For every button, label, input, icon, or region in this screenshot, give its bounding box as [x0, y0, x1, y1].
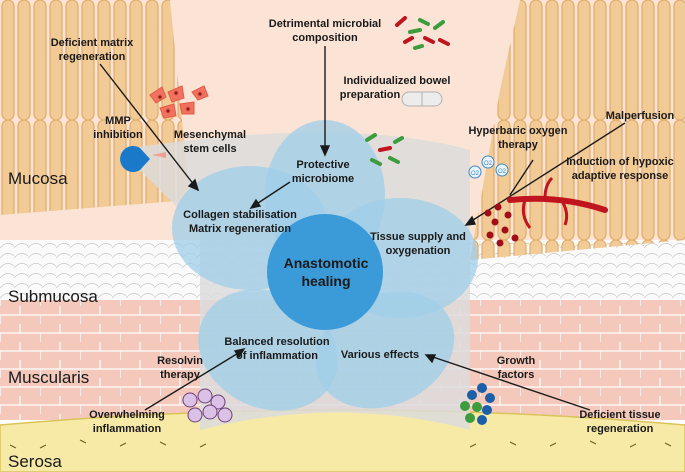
therapy-growth-l2: factors [498, 369, 535, 381]
therapy-hyperbaric-l1: Hyperbaric oxygen [468, 125, 567, 137]
petal-inflammation-l1: Balanced resolution [224, 336, 329, 348]
therapy-bowel-l1: Individualized bowel [344, 75, 451, 87]
petal-collagen-l1: Collagen stabilisation [183, 209, 297, 221]
factor-overwhelming-l2: inflammation [93, 423, 162, 435]
therapy-mmp-l2: inhibition [93, 129, 143, 141]
arrow-malperfusion-head [464, 215, 477, 226]
center-line2: healing [301, 273, 350, 289]
factor-microbial-l1: Detrimental microbial [269, 18, 381, 30]
factor-tissue-regen-l1: Deficient tissue [579, 409, 660, 421]
therapy-growth-l1: Growth [497, 355, 536, 367]
pill-icon [401, 91, 443, 107]
arrow-tissue-regen-head [424, 354, 437, 364]
therapy-hypoxic-l2: adaptive response [572, 170, 669, 182]
serosa-pattern [9, 439, 672, 449]
factor-tissue-regen-l2: regeneration [587, 423, 654, 435]
arrow-hypoxic [509, 159, 534, 196]
right-villi [470, 0, 685, 260]
arrow-microbiome-collagen-head [249, 198, 262, 210]
blood-vessel-icon [507, 176, 608, 229]
arrow-microbial-head [319, 145, 331, 157]
petal-inflammation-l2: of inflammation [236, 350, 318, 362]
arrow-microbiome-collagen [254, 181, 291, 206]
svg-text:O2: O2 [484, 161, 493, 167]
arrow-tissue-regen [429, 355, 591, 411]
svg-text:O2: O2 [498, 169, 507, 175]
therapy-resolvin-l2: therapy [160, 369, 201, 381]
petal-microbiome-l1: Protective [296, 159, 349, 171]
center-circle [267, 214, 383, 330]
bacteria-top-icon [395, 16, 450, 50]
therapy-bowel-l2: preparation [340, 89, 401, 101]
growth-factor-cells-icon [460, 383, 495, 425]
petal-tissue-l1: Tissue supply and [370, 231, 466, 243]
therapy-msc-l2: stem cells [183, 143, 236, 155]
stem-cells-icon [149, 85, 209, 119]
therapy-hyperbaric-l2: therapy [498, 139, 539, 151]
therapy-hypoxic-l1: Induction of hypoxic [566, 156, 674, 168]
red-cells-icon [484, 203, 519, 247]
label-serosa: Serosa [8, 452, 62, 471]
mmp-pacman-icon [120, 145, 166, 172]
arrow-overwhelming-head [233, 347, 246, 359]
factor-microbial-l2: composition [292, 32, 358, 44]
inflammatory-cells-icon [182, 388, 233, 423]
arrow-matrix [99, 63, 199, 191]
petal-collagen-l2: Matrix regeneration [189, 223, 291, 235]
svg-text:O2: O2 [471, 171, 480, 177]
petal-tissue-l2: oxygenation [386, 245, 451, 257]
factor-malperfusion: Malperfusion [606, 110, 675, 122]
arrow-matrix-head [187, 178, 200, 192]
factor-matrix-l2: regeneration [59, 51, 126, 63]
oxygen-bubbles-icon: O2 O2 O2 [468, 155, 509, 179]
petal-microbiome-l2: microbiome [292, 173, 354, 185]
factor-matrix-l1: Deficient matrix [51, 37, 134, 49]
therapy-resolvin-l1: Resolvin [157, 355, 203, 367]
label-muscularis: Muscularis [8, 368, 89, 387]
bacteria-mid-icon [365, 133, 404, 166]
label-submucosa: Submucosa [8, 287, 98, 306]
therapy-msc-l1: Mesenchymal [174, 129, 246, 141]
petal-various-l1: Various effects [341, 349, 419, 361]
factor-overwhelming-l1: Overwhelming [89, 409, 165, 421]
label-mucosa: Mucosa [8, 169, 68, 188]
therapy-mmp-l1: MMP [105, 115, 131, 127]
center-line1: Anastomotic [284, 255, 369, 271]
arrow-overwhelming [144, 351, 241, 411]
